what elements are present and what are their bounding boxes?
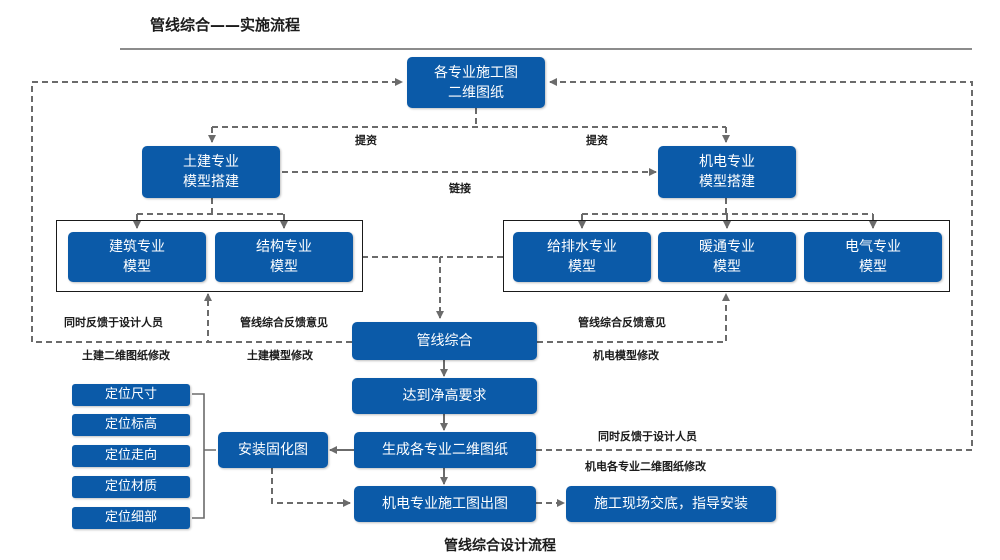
label-feedback-integration-left: 管线综合反馈意见 xyxy=(240,316,328,329)
node-architecture-model: 建筑专业 模型 xyxy=(68,232,206,282)
node-clearance-requirement: 达到净高要求 xyxy=(352,378,537,414)
arrow-feedback-to-mep-models xyxy=(537,293,730,343)
label-provide-left: 提资 xyxy=(355,134,377,147)
connector-drawings-split xyxy=(212,108,726,128)
connector-civil-split xyxy=(137,198,284,215)
positioning-item: 定位材质 xyxy=(72,476,190,498)
node-construction-drawings: 各专业施工图 二维图纸 xyxy=(407,57,545,108)
page-title: 管线综合——实施流程 xyxy=(150,16,301,34)
label-mep-model-revise: 机电模型修改 xyxy=(593,349,659,362)
node-mep-drawing-output: 机电专业施工图出图 xyxy=(354,486,536,522)
arrow-left-loop-to-drawings xyxy=(31,78,403,343)
positioning-bracket xyxy=(192,393,216,519)
label-mep-drawing-revise: 机电各专业二维图纸修改 xyxy=(585,460,706,473)
node-site-briefing: 施工现场交底，指导安装 xyxy=(566,486,776,522)
node-mep-model: 机电专业 模型搭建 xyxy=(658,146,796,198)
node-structure-model: 结构专业 模型 xyxy=(215,232,353,282)
node-civil-model: 土建专业 模型搭建 xyxy=(142,146,280,198)
label-feedback-designer-left: 同时反馈于设计人员 xyxy=(64,316,163,329)
node-electrical-model: 电气专业 模型 xyxy=(804,232,942,282)
label-civil-model-revise: 土建模型修改 xyxy=(247,349,313,362)
label-provide-right: 提资 xyxy=(586,134,608,147)
arrow-right-loop-to-drawings xyxy=(536,78,973,451)
label-link: 链接 xyxy=(449,182,471,195)
node-plumbing-model: 给排水专业 模型 xyxy=(513,232,651,282)
positioning-item: 定位细部 xyxy=(72,507,190,529)
diagram-caption: 管线综合设计流程 xyxy=(444,538,556,554)
civil-models-group xyxy=(56,220,363,292)
node-generate-drawings: 生成各专业二维图纸 xyxy=(354,432,536,468)
node-pipeline-integration: 管线综合 xyxy=(352,322,537,360)
label-civil-drawing-revise: 土建二维图纸修改 xyxy=(82,349,170,362)
node-fixed-install-drawing: 安装固化图 xyxy=(218,432,328,468)
node-hvac-model: 暖通专业 模型 xyxy=(658,232,796,282)
positioning-item: 定位尺寸 xyxy=(72,384,190,406)
title-divider xyxy=(120,48,972,50)
arrow-fixed-to-output xyxy=(271,468,351,507)
connector-mep-split xyxy=(582,198,873,215)
mep-models-group xyxy=(503,220,950,292)
positioning-item: 定位走向 xyxy=(72,445,190,467)
label-feedback-designer-right: 同时反馈于设计人员 xyxy=(598,430,697,443)
positioning-item: 定位标高 xyxy=(72,414,190,436)
label-feedback-integration-right: 管线综合反馈意见 xyxy=(578,316,666,329)
